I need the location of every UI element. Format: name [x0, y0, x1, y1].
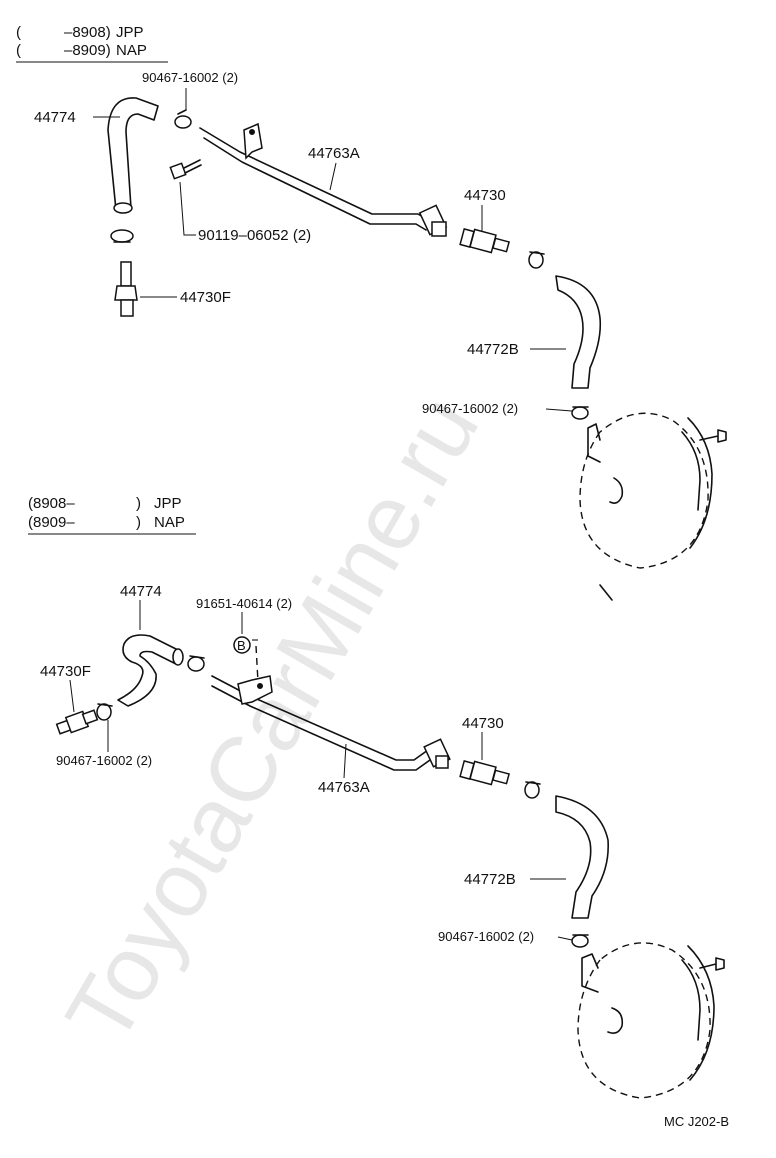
s2-leader-union — [69, 679, 75, 713]
s1-clamp-middle — [110, 229, 134, 243]
s2-label-hose: 44774 — [120, 583, 162, 600]
s1-label-bolt: 90119–06052 (2) — [198, 227, 311, 244]
s2-label-union: 44730F — [40, 663, 91, 680]
s1-leader-bolt — [179, 181, 196, 236]
s2-header-1-paren: ) — [136, 495, 141, 512]
s1-label-pipe: 44763A — [308, 145, 360, 162]
s1-header-2-market: NAP — [116, 42, 147, 59]
s1-header-1-paren: ( — [16, 24, 21, 41]
s1-hose-44772B — [555, 275, 602, 389]
s2-clamp-hose — [187, 655, 205, 672]
section-1: ( –8908) JPP ( –8909) NAP 90467-16002 (2… — [16, 24, 727, 601]
s1-pipe-44763A — [199, 122, 448, 237]
s1-union-44730F — [114, 261, 138, 317]
s2-label-valve: 44730 — [462, 715, 504, 732]
s1-header-2-range: –8909) — [64, 42, 111, 59]
s2-header-2-market: NAP — [154, 514, 185, 531]
s1-label-hose-b: 44772B — [467, 341, 519, 358]
s2-leader-pipe — [343, 743, 347, 779]
s2-union-44730F — [55, 709, 99, 735]
s2-label-clamp-bottom: 90467-16002 (2) — [438, 929, 534, 944]
watermark: ToyotaCarMine.ru — [47, 380, 498, 1060]
s1-header-2-paren: ( — [16, 42, 21, 59]
s1-header-1-market: JPP — [116, 24, 144, 41]
s2-valve-44730 — [459, 760, 510, 786]
s2-pipe-44763A — [211, 675, 451, 771]
s2-clamp-bottom — [571, 934, 589, 948]
s1-label-valve: 44730 — [464, 187, 506, 204]
s1-hose-end — [113, 202, 133, 214]
s2-label-hose-b: 44772B — [464, 871, 516, 888]
s2-leader-clamp-bottom — [557, 936, 573, 941]
s2-label-clamp-left: 90467-16002 (2) — [56, 753, 152, 768]
s2-hose-end — [172, 648, 184, 666]
s2-hose-44774 — [117, 634, 179, 707]
s1-bolt-90119 — [169, 159, 202, 180]
s1-label-hose: 44774 — [34, 109, 76, 126]
s1-hose-44774 — [107, 97, 159, 211]
s1-valve-44730 — [459, 228, 510, 254]
s1-header-1-range: –8908) — [64, 24, 111, 41]
s1-clamp-bottom — [571, 406, 589, 420]
s1-label-clamp-bottom: 90467-16002 (2) — [422, 401, 518, 416]
s2-header-2-paren: ) — [136, 514, 141, 531]
s2-bolt-91651: B — [233, 636, 259, 683]
s2-brake-booster — [577, 942, 725, 1099]
s1-brake-booster — [579, 412, 727, 601]
s2-hose-44772B — [555, 795, 609, 919]
s1-label-union: 44730F — [180, 289, 231, 306]
s1-leader-clamp-bottom — [545, 408, 573, 412]
s2-header-1-range: (8908– — [28, 495, 75, 512]
s2-label-pipe: 44763A — [318, 779, 370, 796]
s1-clamp-valve — [528, 251, 545, 269]
s2-bolt-mark: B — [237, 638, 246, 653]
s1-leader-pipe — [329, 162, 337, 191]
diagram-code: MC J202-B — [664, 1114, 729, 1129]
s2-label-bolt: 91651-40614 (2) — [196, 596, 292, 611]
s2-header-1-market: JPP — [154, 495, 182, 512]
s1-label-clamp-top: 90467-16002 (2) — [142, 70, 238, 85]
s2-header-2-range: (8909– — [28, 514, 75, 531]
s2-clamp-valve — [524, 781, 541, 799]
s1-clamp-top — [174, 109, 192, 129]
s2-clamp-left — [96, 703, 113, 721]
section-2: (8908– ) JPP (8909– ) NAP 44774 91651-40… — [28, 495, 725, 1099]
